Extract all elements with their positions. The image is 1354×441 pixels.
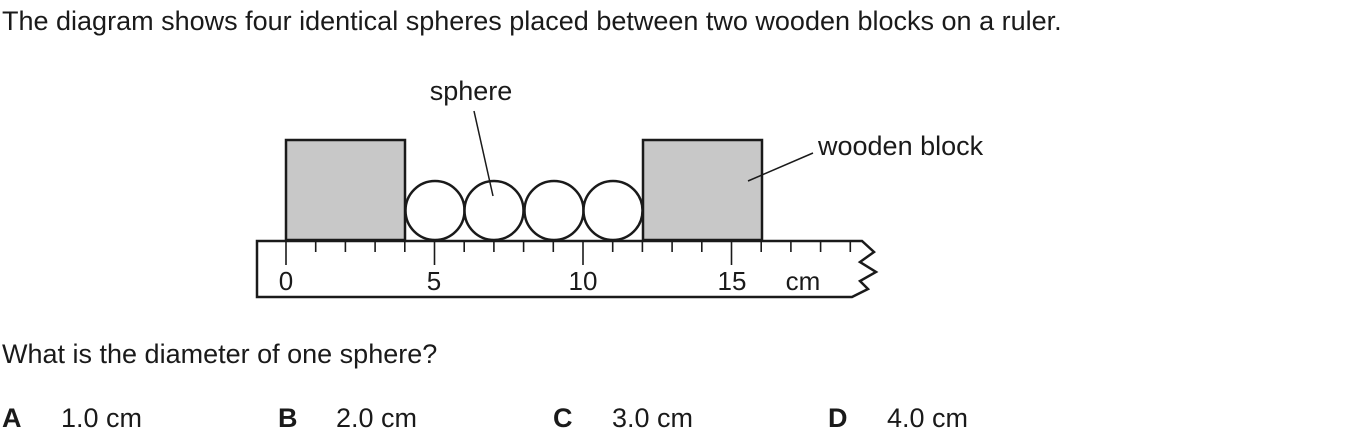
option-d-value: 4.0 cm bbox=[887, 403, 969, 433]
sphere-1 bbox=[404, 179, 466, 242]
sphere-leader-line bbox=[473, 110, 494, 197]
wooden-block-right bbox=[641, 138, 764, 242]
ruler-ticks bbox=[285, 241, 852, 265]
ruler-label-0: 0 bbox=[279, 266, 293, 296]
option-d-letter: D bbox=[828, 403, 848, 433]
option-a-value: 1.0 cm bbox=[61, 403, 143, 433]
option-d[interactable]: D 4.0 cm bbox=[828, 403, 968, 433]
wooden-block-label: wooden block bbox=[817, 131, 984, 161]
ruler-label-15: 15 bbox=[718, 266, 747, 296]
option-b-value: 2.0 cm bbox=[336, 403, 418, 433]
option-c-value: 3.0 cm bbox=[612, 403, 694, 433]
wooden-block-left bbox=[284, 138, 407, 242]
option-b[interactable]: B 2.0 cm bbox=[278, 403, 417, 433]
option-c-letter: C bbox=[553, 403, 573, 433]
ruler-unit-label: cm bbox=[786, 266, 821, 296]
option-a[interactable]: A 1.0 cm bbox=[2, 403, 142, 433]
ruler-label-5: 5 bbox=[427, 266, 441, 296]
sphere-label: sphere bbox=[430, 76, 513, 106]
sphere-2 bbox=[463, 179, 525, 242]
ruler bbox=[255, 239, 879, 299]
option-b-letter: B bbox=[278, 403, 298, 433]
option-c[interactable]: C 3.0 cm bbox=[553, 403, 693, 433]
option-a-letter: A bbox=[2, 403, 22, 433]
sphere-3 bbox=[523, 179, 585, 242]
ruler-label-10: 10 bbox=[569, 266, 598, 296]
question-prompt: What is the diameter of one sphere? bbox=[2, 339, 438, 369]
block-leader-line bbox=[747, 152, 814, 182]
sphere-4 bbox=[582, 179, 644, 242]
intro-text: The diagram shows four identical spheres… bbox=[2, 6, 1062, 36]
